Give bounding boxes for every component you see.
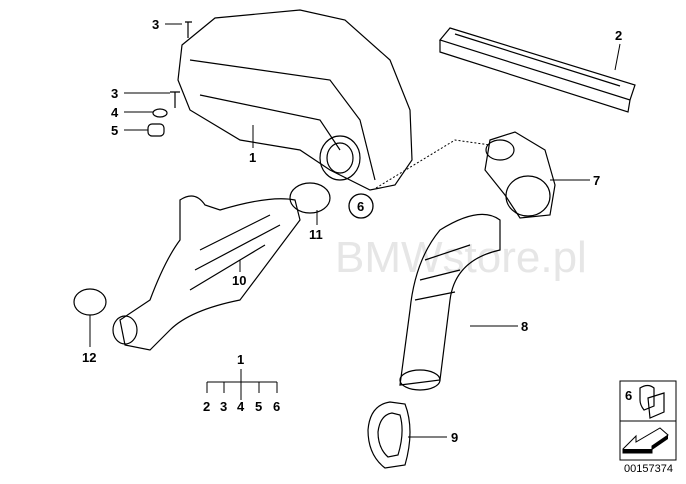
watermark: BMWstore.pl <box>335 233 587 282</box>
screw-top <box>185 21 192 38</box>
hose-clamp-small <box>73 288 107 316</box>
callout-11: 11 <box>309 227 323 242</box>
filter-element <box>438 27 636 113</box>
diagram-code: 00157374 <box>624 463 673 475</box>
tree-root: 1 <box>237 352 244 367</box>
grommet <box>147 123 165 137</box>
callout-6: 6 <box>357 199 364 214</box>
screw <box>170 91 180 108</box>
bellows <box>399 213 501 391</box>
callout-3-top: 3 <box>152 17 159 32</box>
legend-part-number: 6 <box>625 388 632 403</box>
callout-9: 9 <box>451 430 458 445</box>
clip-icon <box>639 384 665 419</box>
callout-12: 12 <box>82 350 96 365</box>
assembly-tree: 1 2 3 4 5 6 <box>203 352 280 414</box>
callout-2: 2 <box>615 28 622 43</box>
tree-child-4: 4 <box>237 399 245 414</box>
tree-child-2: 2 <box>203 399 210 414</box>
tree-child-5: 5 <box>255 399 262 414</box>
hose-clamp <box>289 182 331 214</box>
callout-3: 3 <box>111 86 118 101</box>
callout-4: 4 <box>111 105 119 120</box>
callout-10: 10 <box>232 273 246 288</box>
callout-8: 8 <box>521 319 528 334</box>
arrow-icon <box>622 427 669 454</box>
intake-duct <box>484 131 556 219</box>
legend-box: 6 00157374 <box>619 380 677 475</box>
air-filter-housing <box>177 9 413 191</box>
callout-5: 5 <box>111 123 118 138</box>
callout-6-circle <box>348 193 374 219</box>
intake-hose <box>112 195 301 351</box>
callout-1: 1 <box>249 150 256 165</box>
tree-child-6: 6 <box>273 399 280 414</box>
tree-child-3: 3 <box>220 399 227 414</box>
callout-7: 7 <box>593 173 600 188</box>
washer <box>152 108 168 118</box>
seal <box>367 401 411 469</box>
